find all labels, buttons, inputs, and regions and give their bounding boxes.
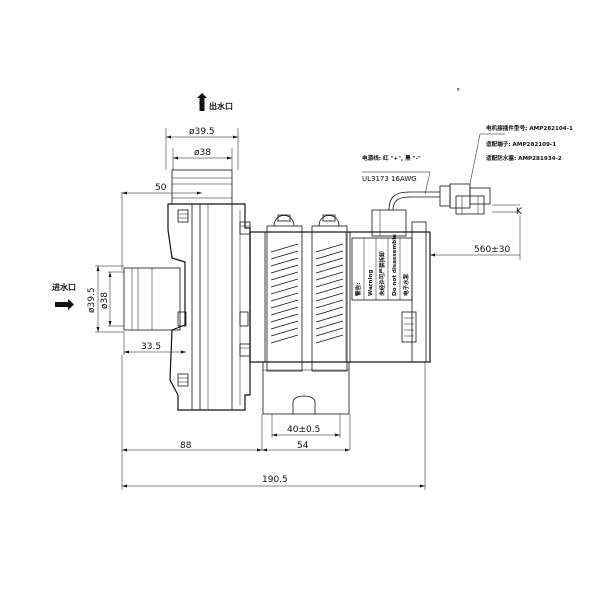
clamp-hatch-line <box>270 334 299 344</box>
outlet-diameter-dims <box>165 128 239 170</box>
width-88-dim <box>121 355 262 490</box>
clamp-hatch-line <box>315 334 344 344</box>
clamp-hatching <box>270 243 344 344</box>
inlet-arrow-icon <box>55 299 74 310</box>
label-plate-line4: Do not disassemble <box>392 234 398 296</box>
wire-connector <box>410 183 491 215</box>
clamp-hatch-line <box>270 285 299 295</box>
outlet-pipe <box>171 169 233 205</box>
clamp-hatch-line <box>315 320 344 330</box>
clamp-hatch-line <box>315 292 344 302</box>
note-leaders <box>362 133 505 195</box>
clamp-hatch-line <box>315 250 344 260</box>
seal-note: 适配防水塞: AMP281934-2 <box>486 154 562 162</box>
inlet-length-value: 33.5 <box>141 342 161 352</box>
clamp-hatch-line <box>315 271 344 281</box>
mounting-base <box>262 361 350 415</box>
offset-50-value: 50 <box>155 183 167 193</box>
clamp-hatch-line <box>270 299 299 309</box>
clamp-hatch-line <box>270 278 299 288</box>
clamp-hatch-line <box>270 271 299 281</box>
rear-cap <box>401 221 427 363</box>
tick-mark: ˚ <box>456 88 461 99</box>
power-wire-note: 电源线: 红 "+", 黑 "-" <box>362 154 421 162</box>
label-plate-line3: 未经许可严禁拆卸 <box>378 251 386 296</box>
clamp-hatch-line <box>270 257 299 267</box>
label-plate-line5: 电子水泵 <box>402 273 410 296</box>
inlet-inner-diameter: ø38 <box>100 292 110 309</box>
outlet-arrow-icon <box>197 93 207 111</box>
cable-length-value: 560±30 <box>474 245 510 255</box>
connector-model-note: 电机接插件型号: AMP282104-1 <box>486 124 573 132</box>
inlet-diameter-dims <box>95 265 124 333</box>
cable-length-dim <box>430 215 521 260</box>
outlet-outer-diameter: ø39.5 <box>189 127 215 137</box>
inlet-label: 进水口 <box>52 282 76 292</box>
inlet-pipe <box>123 267 181 331</box>
clamp-hatch-line <box>270 306 299 316</box>
offset-50-dim <box>121 191 202 270</box>
inlet-length-dim <box>123 332 186 355</box>
clamp-hatch-line <box>315 327 344 337</box>
clamp-hatch-line <box>315 257 344 267</box>
outlet-inner-diameter: ø38 <box>194 148 211 158</box>
base-dims <box>261 414 351 452</box>
pump-head <box>167 203 251 411</box>
clamp-hatch-line <box>315 285 344 295</box>
clamp-hatch-line <box>270 320 299 330</box>
clamp-hatch-line <box>315 243 344 253</box>
clamp-hatch-line <box>315 264 344 274</box>
inlet-outer-diameter: ø39.5 <box>87 287 97 313</box>
label-plate-warning-cn: 警告: <box>354 283 362 297</box>
clamp-hatch-line <box>270 313 299 323</box>
clamp-hatch-line <box>270 327 299 337</box>
clamp-hatch-line <box>270 250 299 260</box>
clamp-hatch-line <box>315 299 344 309</box>
clamp-hatch-line <box>270 243 299 253</box>
total-length-dim <box>122 362 426 490</box>
label-plate-warning-en: Warning <box>368 270 374 296</box>
base-40-value: 40±0.5 <box>287 425 320 435</box>
clamp-hatch-line <box>315 306 344 316</box>
cable-spec-note: UL3173 16AWG <box>362 175 417 183</box>
base-54-value: 54 <box>297 441 309 451</box>
terminal-note: 适配端子: AMP282109-1 <box>486 140 556 148</box>
outlet-label: 出水口 <box>209 101 233 111</box>
clamp-hatch-line <box>315 313 344 323</box>
clamp-hatch-line <box>270 264 299 274</box>
clamp-hatch-line <box>270 292 299 302</box>
cable-gland <box>371 191 411 237</box>
total-length-value: 190.5 <box>262 475 288 485</box>
clamp-hatch-line <box>315 278 344 288</box>
width-88-value: 88 <box>180 441 192 451</box>
k-dim-lines <box>492 204 520 213</box>
